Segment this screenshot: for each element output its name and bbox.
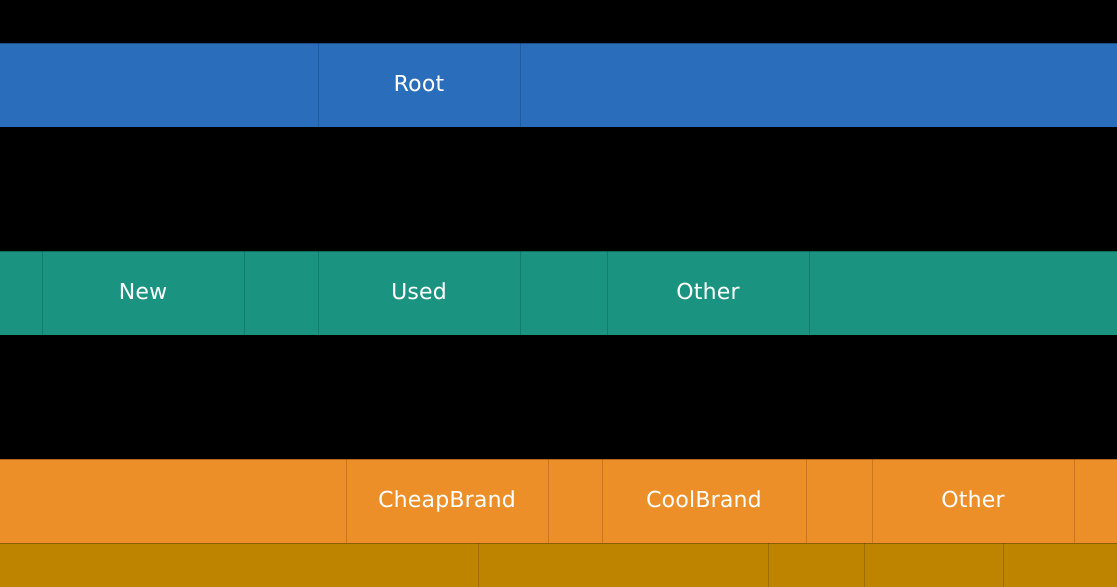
chart-node-other[interactable]: Other — [872, 459, 1074, 543]
chart-node-label: Root — [393, 72, 445, 97]
chart-node-label: CheapBrand — [378, 488, 516, 513]
chart-node-unlabeled[interactable] — [864, 543, 1003, 587]
chart-node-unlabeled[interactable] — [520, 251, 607, 335]
chart-node-unlabeled[interactable] — [0, 251, 42, 335]
chart-node-label: Other — [941, 488, 1005, 513]
chart-node-other[interactable]: Other — [607, 251, 809, 335]
chart-node-label: Other — [676, 280, 740, 305]
chart-node-coolbrand[interactable]: CoolBrand — [602, 459, 806, 543]
chart-node-unlabeled[interactable] — [809, 251, 1117, 335]
chart-node-label: CoolBrand — [646, 488, 762, 513]
chart-level-brand-level: CheapBrand CoolBrand Other — [0, 459, 1117, 543]
chart-node-new[interactable]: New — [42, 251, 244, 335]
chart-node-root[interactable]: Root — [318, 43, 520, 127]
chart-node-unlabeled[interactable] — [478, 543, 768, 587]
chart-level-category-level: New Used Other — [0, 251, 1117, 335]
chart-node-unlabeled[interactable] — [520, 43, 1117, 127]
chart-node-used[interactable]: Used — [318, 251, 520, 335]
chart-node-unlabeled[interactable] — [244, 251, 318, 335]
chart-node-unlabeled[interactable] — [0, 459, 346, 543]
chart-node-label: Used — [391, 280, 447, 305]
chart-node-unlabeled[interactable] — [806, 459, 872, 543]
chart-node-unlabeled[interactable] — [1074, 459, 1117, 543]
chart-level-root-level: Root — [0, 43, 1117, 127]
chart-node-unlabeled[interactable] — [1003, 543, 1117, 587]
chart-node-label: New — [118, 280, 168, 305]
chart-node-unlabeled[interactable] — [768, 543, 864, 587]
chart-node-cheapbrand[interactable]: CheapBrand — [346, 459, 548, 543]
chart-node-unlabeled[interactable] — [0, 43, 318, 127]
chart-level-leaf-level — [0, 543, 1117, 587]
chart-node-unlabeled[interactable] — [0, 543, 478, 587]
chart-node-unlabeled[interactable] — [548, 459, 602, 543]
